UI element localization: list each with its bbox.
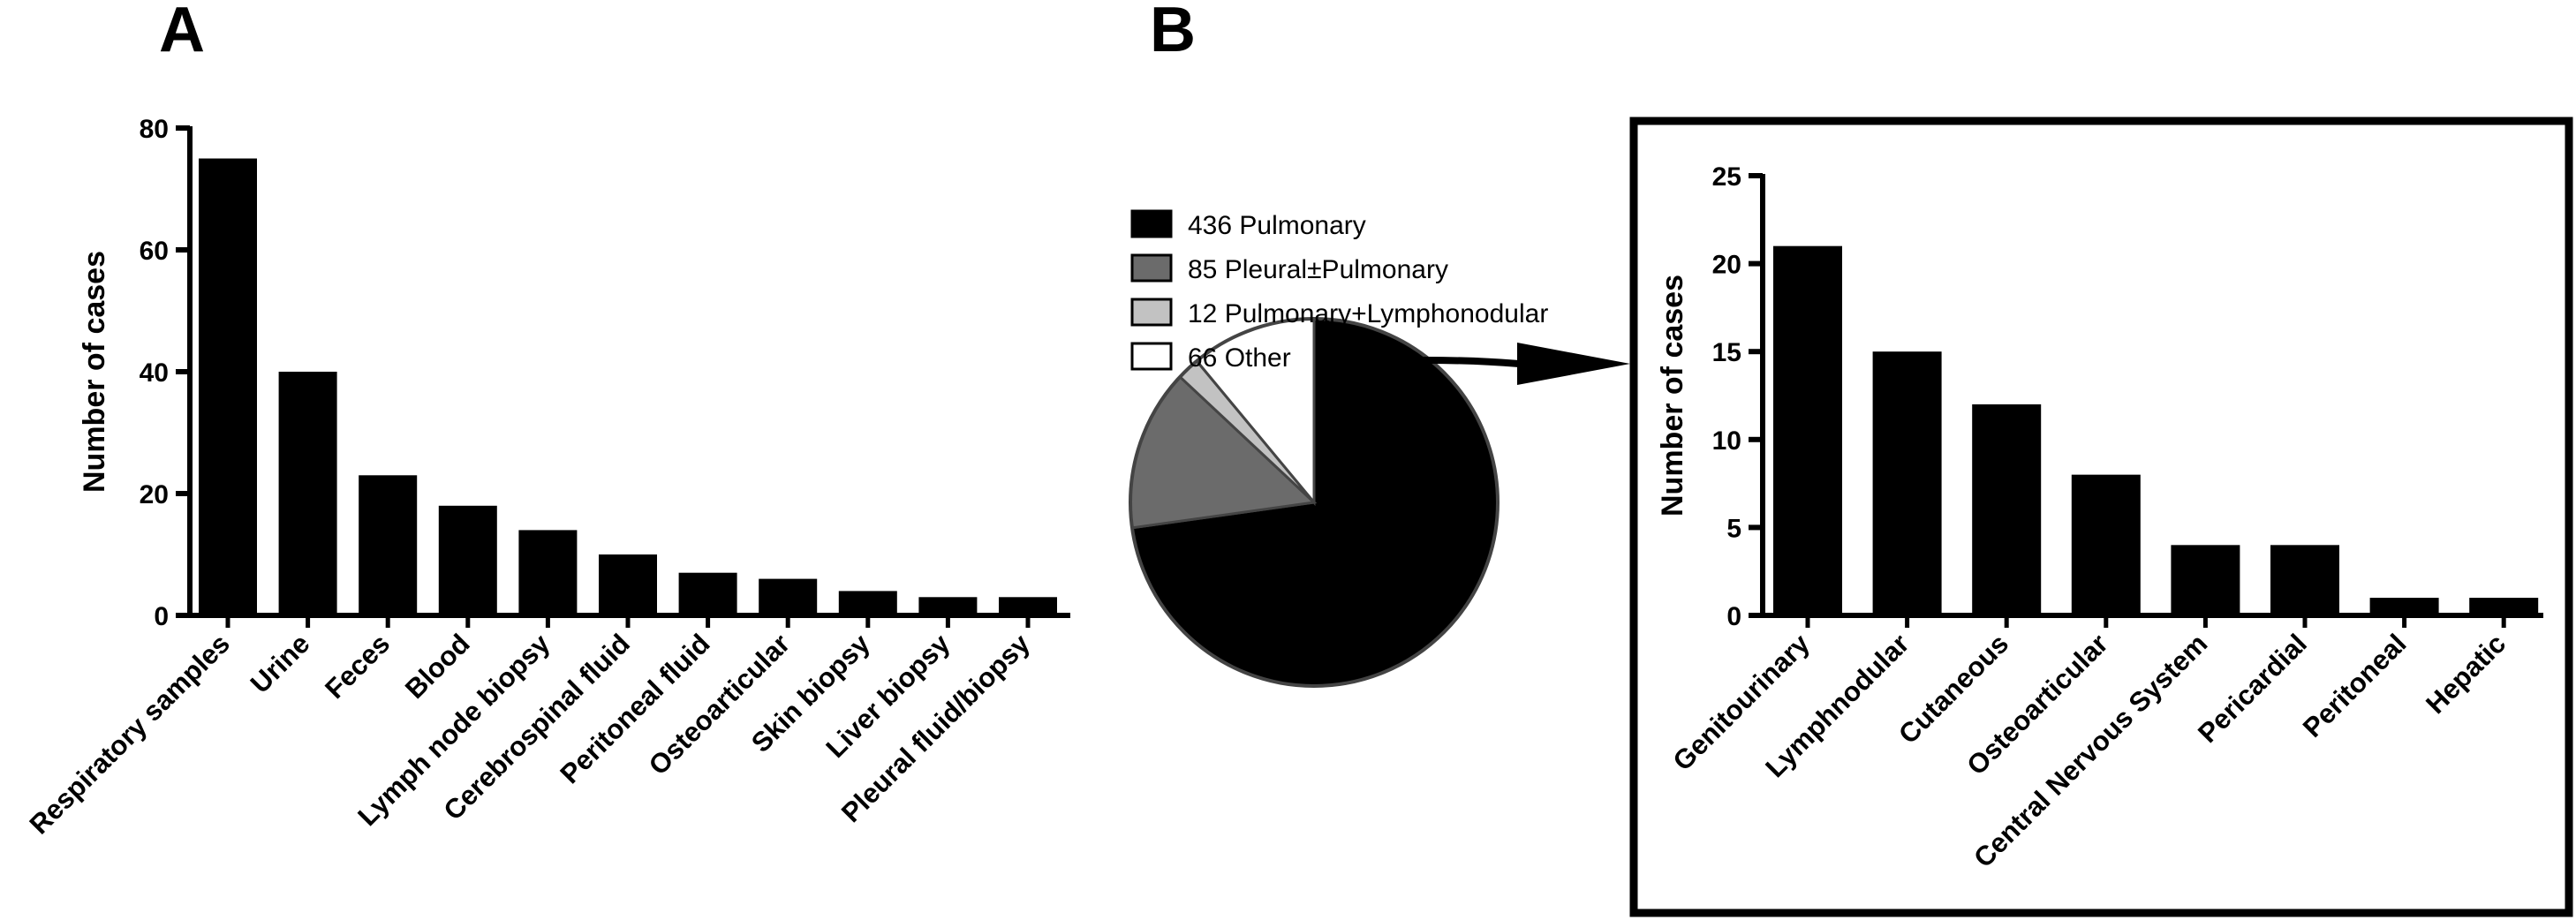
bar [918, 597, 978, 615]
y-tick-label: 20 [140, 480, 169, 509]
bar [1972, 403, 2042, 615]
legend-label: 66 Other [1188, 343, 1291, 373]
y-tick-label: 0 [154, 602, 169, 631]
y-tick-label: 0 [1726, 602, 1741, 631]
arrow-head-shape [1517, 343, 1630, 385]
y-tick-label: 5 [1726, 514, 1741, 543]
panel-label-b: B [1150, 0, 1196, 65]
category-label: Blood [399, 628, 476, 705]
bar [438, 505, 497, 615]
bar [2369, 598, 2439, 615]
bar [518, 530, 578, 615]
y-tick-label: 80 [140, 115, 169, 144]
legend-label: 12 Pulmonary+Lymphonodular [1188, 299, 1548, 328]
bar [2071, 474, 2141, 615]
bar [2270, 545, 2339, 615]
y-tick-label: 40 [140, 358, 169, 388]
arrow-shaft [1326, 357, 1520, 367]
bar [678, 572, 737, 615]
legend-swatch [1130, 253, 1173, 283]
pie-legend: 436 Pulmonary 85 Pleural±Pulmonary 12 Pulm… [1130, 209, 1548, 373]
bar [999, 597, 1057, 615]
category-label: Osteoarticular [643, 628, 796, 780]
y-axis-title: Number of cases [1656, 275, 1689, 517]
bar [838, 591, 897, 615]
legend-swatch [1130, 209, 1173, 238]
bar [278, 372, 337, 615]
bar [359, 475, 418, 615]
bar [599, 554, 657, 615]
y-axis-title: Number of cases [78, 251, 111, 493]
other-breakdown-frame [1629, 117, 2573, 917]
y-tick-label: 15 [1712, 338, 1741, 367]
bar [759, 578, 818, 615]
y-tick-label: 20 [1712, 251, 1741, 280]
category-label: Hepatic [2420, 628, 2512, 720]
arrow-to-other-breakdown [1326, 343, 1630, 385]
bar [2469, 598, 2539, 615]
category-label: Pericardial [2192, 628, 2313, 749]
category-label: Feces [319, 628, 396, 705]
y-tick-label: 25 [1712, 162, 1741, 192]
bar [2171, 545, 2240, 615]
category-label: Peritoneal fluid [554, 628, 715, 789]
y-tick-label: 60 [140, 237, 169, 266]
category-label: Urine [245, 628, 316, 699]
category-label: Respiratory samples [24, 628, 236, 840]
legend-label: 85 Pleural±Pulmonary [1188, 255, 1448, 284]
y-tick-label: 10 [1712, 426, 1741, 456]
localization-pie-chart [1129, 317, 1500, 688]
pie-outline [1129, 317, 1500, 688]
bar [1872, 351, 1942, 615]
bar [199, 158, 257, 615]
legend-swatch [1130, 342, 1173, 371]
panel-label-a: A [159, 0, 205, 65]
legend-swatch [1130, 298, 1173, 327]
bar [1773, 245, 1842, 615]
legend-label: 436 Pulmonary [1188, 211, 1366, 240]
category-label: Peritoneal [2297, 628, 2413, 743]
